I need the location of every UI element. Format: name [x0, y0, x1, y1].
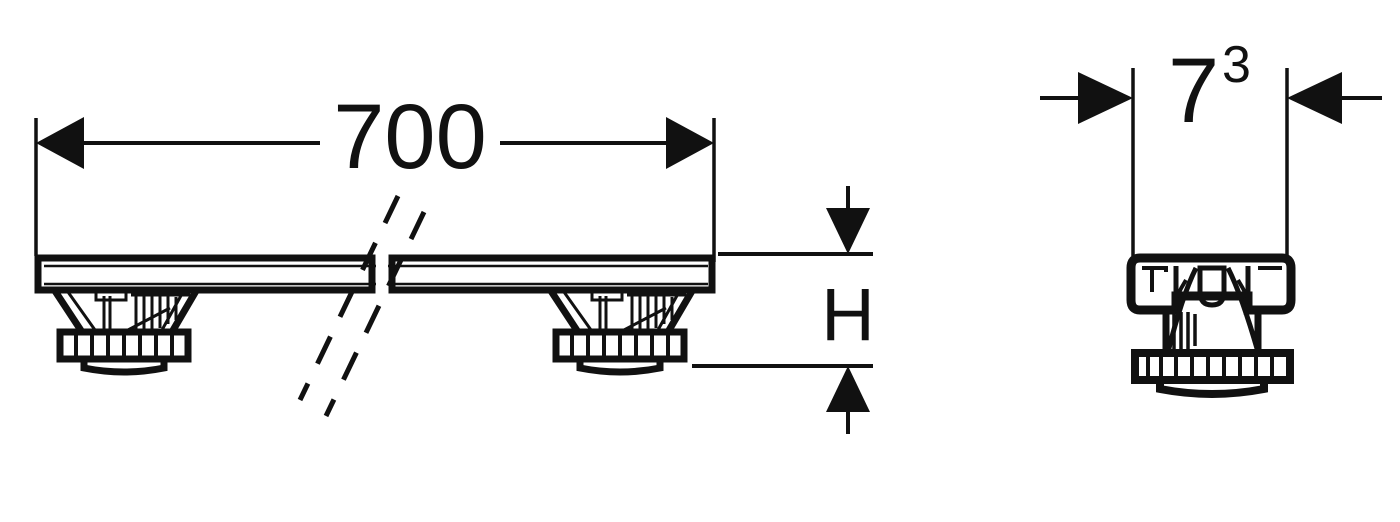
- width-arrowhead-left: [1078, 72, 1133, 124]
- side-view-group: 700: [34, 86, 875, 434]
- length-dimension-label: 700: [333, 86, 487, 188]
- foot-left-collar-knurls: [74, 335, 174, 356]
- end-view-web-right-inner: [1236, 278, 1254, 311]
- foot-right-base-pad: [576, 359, 664, 376]
- end-view-web-left: [1165, 266, 1199, 353]
- end-view-fins: [1172, 312, 1197, 352]
- adjustable-foot-right: [548, 289, 696, 376]
- width-dimension-superscript: 3: [1222, 36, 1251, 94]
- end-view-ledge-left: [1142, 266, 1168, 272]
- foot-left-taper-right-outer: [168, 289, 200, 334]
- foot-right-taper-inner: [562, 291, 593, 331]
- length-arrowhead-left: [36, 117, 84, 169]
- foot-left-taper-inner: [66, 291, 97, 331]
- foot-right-taper-right-outer: [664, 289, 696, 334]
- foot-right-diagonal: [623, 306, 667, 332]
- foot-right-collar-knurls: [570, 335, 670, 356]
- foot-right-taper-right-inner: [656, 291, 681, 331]
- foot-left-taper-right-inner: [160, 291, 185, 331]
- height-arrowhead-top: [826, 208, 870, 254]
- bar-outline-left: [34, 254, 376, 294]
- foot-left-diagonal: [127, 306, 171, 332]
- end-view-web-left-inner: [1170, 278, 1188, 311]
- adjustable-foot-left: [52, 289, 200, 376]
- width-arrowhead-right: [1287, 72, 1342, 124]
- end-view-profile: [1126, 253, 1296, 398]
- foot-right-collar: [552, 328, 688, 363]
- break-line-b: [323, 210, 427, 418]
- foot-left-taper-outer: [52, 289, 85, 334]
- foot-right-taper-outer: [548, 289, 581, 334]
- end-view-group: 7 3: [1040, 36, 1382, 398]
- height-dimension-label: H: [821, 273, 874, 356]
- channel-bar-left: [34, 254, 376, 294]
- break-line-symbol: [297, 194, 427, 418]
- end-view-base-pad: [1156, 380, 1268, 398]
- end-view-center-pin: [1197, 265, 1227, 308]
- length-arrowhead-right: [666, 117, 714, 169]
- end-view-collar-knurls: [1146, 356, 1274, 377]
- foot-left-base-pad: [80, 359, 168, 376]
- height-dimension-group: H: [692, 186, 875, 434]
- foot-left-collar: [56, 328, 192, 363]
- end-view-collar: [1131, 349, 1294, 384]
- width-dimension-label: 7: [1168, 40, 1219, 142]
- break-line-a: [297, 194, 401, 402]
- height-arrowhead-bottom: [826, 366, 870, 412]
